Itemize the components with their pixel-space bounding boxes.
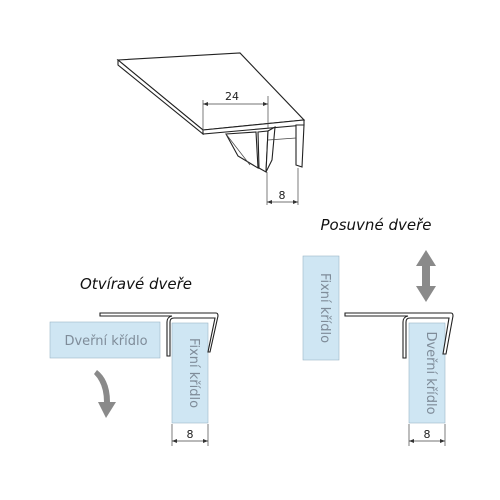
hinged-door-panel-label: Dveřní křídlo bbox=[64, 334, 147, 349]
sliding-door-panel bbox=[408, 322, 446, 424]
sliding-profile bbox=[344, 312, 454, 359]
dimension-8-top: 8 bbox=[266, 168, 299, 205]
up-down-arrow-icon bbox=[416, 250, 436, 302]
dimension-8-sliding: 8 bbox=[408, 424, 446, 446]
hinged-fixed-panel-label: Fixní křídlo bbox=[186, 338, 201, 408]
profile-web bbox=[225, 131, 259, 170]
dimension-8-top-label: 8 bbox=[279, 189, 286, 202]
dimension-8-hinged: 8 bbox=[171, 424, 209, 446]
hinged-door-panel bbox=[49, 321, 161, 359]
dimension-24: 24 bbox=[202, 90, 269, 132]
dimension-8-hinged-label: 8 bbox=[187, 428, 194, 441]
sliding-door-title: Posuvné dveře bbox=[321, 216, 432, 234]
sliding-fixed-panel bbox=[302, 255, 340, 361]
profile-inner-hook bbox=[265, 125, 276, 173]
hinged-door-title: Otvíravé dveře bbox=[80, 275, 192, 293]
swing-arrow-icon bbox=[94, 370, 116, 418]
dimension-24-label: 24 bbox=[225, 90, 239, 103]
hinged-profile bbox=[99, 312, 219, 357]
sliding-door-panel-label: Dveřní křídlo bbox=[423, 331, 438, 414]
profile-top-surface bbox=[116, 52, 306, 131]
hinged-door-section: Otvíravé dveře Dveřní křídlo Fixní křídl… bbox=[49, 275, 219, 446]
profile-outer-leg bbox=[295, 124, 305, 168]
top-profile-iso: 24 8 bbox=[116, 52, 306, 205]
sliding-fixed-panel-label: Fixní křídlo bbox=[317, 273, 332, 343]
hinged-fixed-panel bbox=[171, 322, 209, 424]
dimension-8-sliding-label: 8 bbox=[424, 428, 431, 441]
sliding-door-section: Posuvné dveře Fixní křídlo Dveřní křídlo… bbox=[302, 216, 454, 446]
